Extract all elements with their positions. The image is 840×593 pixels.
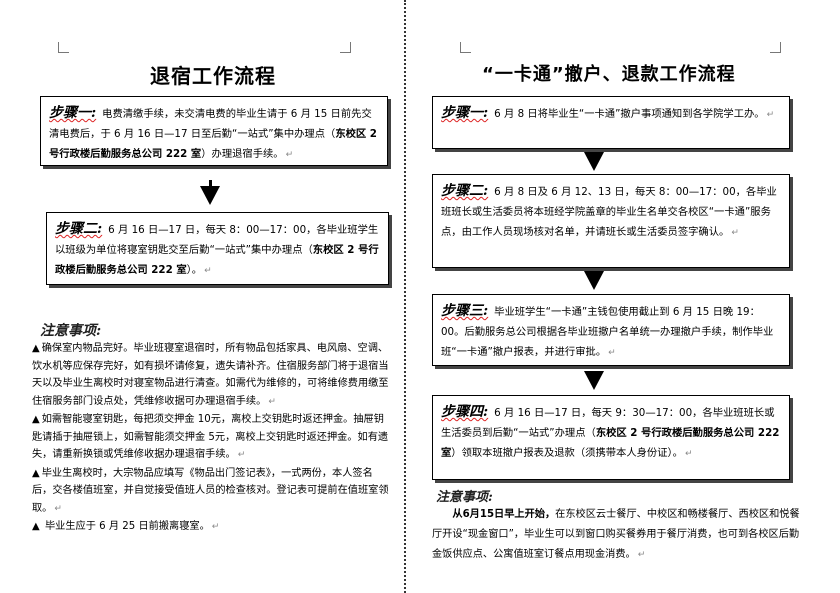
note-item: ▲ 毕业生应于 6 月 25 日前搬离寝室。↵ <box>32 518 392 537</box>
return-mark: ↵ <box>608 348 616 358</box>
crop-mark-left-top <box>58 42 69 53</box>
note-text: 确保室内物品完好。毕业班寝室退宿时，所有物品包括家具、电风扇、空调、饮水机等应保… <box>32 343 389 407</box>
crop-mark-left-top-right <box>340 42 351 53</box>
step-place: 东校区 2 号行政楼后勤服务总公司 222 室 <box>49 128 377 160</box>
step-text: 电费清缴手续，未交清电费的毕业生请于 6 月 15 日前先交清电费后，于 6 月… <box>49 108 372 140</box>
notes-lead: 从6月15日早上开始， <box>452 509 556 520</box>
step-label: 步骤二: <box>55 221 103 237</box>
step-place: 东校区 2 号行政楼后勤服务总公司 222 室 <box>55 244 379 276</box>
step-label: 步骤二: <box>441 183 489 199</box>
return-mark: ↵ <box>731 228 739 238</box>
step-label: 步骤四: <box>441 404 489 420</box>
step-text: 6 月 16 日—17 日，每天 9：30—17：00，各毕业班班长或生活委员到… <box>441 407 775 439</box>
right-column: “一卡通”撤户、退款工作流程 步骤一: 6 月 8 日将毕业生“一卡通”撤户事项通… <box>410 0 840 593</box>
step-text-end: ）办理退宿手续。 <box>201 148 284 160</box>
right-arrow-1-down-icon <box>584 152 604 171</box>
note-item: ▲确保室内物品完好。毕业班寝室退宿时，所有物品包括家具、电风扇、空调、饮水机等应… <box>32 340 392 411</box>
step-label: 步骤一: <box>441 105 489 121</box>
triangle-bullet-icon: ▲ <box>32 343 40 354</box>
step-place: 东校区 2 号行政楼后勤服务总公司 222 室 <box>441 427 780 459</box>
triangle-bullet-icon: ▲ <box>32 467 40 479</box>
column-divider <box>404 0 406 593</box>
return-mark: ↵ <box>54 503 62 514</box>
return-mark: ↵ <box>211 522 220 532</box>
crop-mark-right-top-right <box>770 42 781 53</box>
note-text: 如需智能寝室钥匙，每把须交押金 10元，离校上交钥匙时返还押金。抽屉钥匙请插于抽… <box>32 414 389 460</box>
left-arrow-1-stem <box>209 180 212 188</box>
left-notes: ▲确保室内物品完好。毕业班寝室退宿时，所有物品包括家具、电风扇、空调、饮水机等应… <box>32 340 392 537</box>
step-text-end: ）领取本班撤户报表及退款（须携带本人身份证）。 <box>451 447 683 459</box>
step-label: 步骤一: <box>49 105 97 121</box>
left-title: 退宿工作流程 <box>150 64 276 88</box>
right-arrow-3-down-icon <box>584 371 604 390</box>
return-mark: ↵ <box>766 110 775 120</box>
right-step-2: 步骤二:6 月 8 日及 6 月 12、13 日，每天 8：00—17：00，各… <box>432 174 790 268</box>
note-text: 毕业生离校时，大宗物品应填写《物品出门签记表》，一式两份，本人签名后，交各楼值班… <box>32 467 389 514</box>
return-mark: ↵ <box>237 450 246 460</box>
note-item: ▲如需智能寝室钥匙，每把须交押金 10元，离校上交钥匙时返还押金。抽屉钥匙请插于… <box>32 411 392 465</box>
right-step-4: 步骤四:6 月 16 日—17 日，每天 9：30—17：00，各毕业班班长或生… <box>432 395 790 480</box>
step-text: 6 月 8 日及 6 月 12、13 日，每天 8：00—17：00，各毕业班班… <box>441 186 777 238</box>
return-mark: ↵ <box>268 396 276 407</box>
right-title: “一卡通”撤户、退款工作流程 <box>482 64 736 85</box>
triangle-bullet-icon: ▲ <box>32 521 40 532</box>
step-text: 毕业班学生“一卡通”主钱包使用截止到 6 月 15 日晚 19：00。后勤服务总… <box>441 306 774 358</box>
step-text: 6 月 8 日将毕业生“一卡通”撤户事项通知到各学院学工办。 <box>494 108 765 120</box>
triangle-bullet-icon: ▲ <box>32 414 40 425</box>
return-mark: ↵ <box>204 266 212 276</box>
step-text-end: ）。 <box>186 264 203 276</box>
right-arrow-2-down-icon <box>584 271 604 290</box>
right-notes-title: 注意事项: <box>436 490 493 505</box>
notes-text: 在东校区云士餐厅、中校区和畅楼餐厅、西校区和悦餐厅开设“现金窗口”，毕业生可以到… <box>432 509 800 560</box>
return-mark: ↵ <box>684 449 693 459</box>
step-text: 6 月 16 日—17 日，每天 8：00—17：00，各毕业班学生以班级为单位… <box>55 224 379 256</box>
return-mark: ↵ <box>637 550 646 560</box>
left-notes-title: 注意事项: <box>40 323 102 339</box>
left-step-2: 步骤二:6 月 16 日—17 日，每天 8：00—17：00，各毕业班学生以班… <box>46 212 389 285</box>
crop-mark-right-top <box>460 42 471 53</box>
note-item: ▲毕业生离校时，大宗物品应填写《物品出门签记表》，一式两份，本人签名后，交各楼值… <box>32 465 392 519</box>
left-arrow-1-down-icon <box>200 186 220 205</box>
right-notes: 从6月15日早上开始，在东校区云士餐厅、中校区和畅楼餐厅、西校区和悦餐厅开设“现… <box>432 505 800 565</box>
return-mark: ↵ <box>285 150 294 160</box>
step-label: 步骤三: <box>441 303 489 319</box>
right-step-1: 步骤一: 6 月 8 日将毕业生“一卡通”撤户事项通知到各学院学工办。↵ <box>432 96 790 149</box>
right-step-3: 步骤三:毕业班学生“一卡通”主钱包使用截止到 6 月 15 日晚 19：00。后… <box>432 294 790 366</box>
note-text: 毕业生应于 6 月 25 日前搬离寝室。 <box>41 521 210 532</box>
left-step-1: 步骤一:电费清缴手续，未交清电费的毕业生请于 6 月 15 日前先交清电费后，于… <box>40 96 388 166</box>
left-column: 退宿工作流程 步骤一:电费清缴手续，未交清电费的毕业生请于 6 月 15 日前先… <box>0 0 405 593</box>
